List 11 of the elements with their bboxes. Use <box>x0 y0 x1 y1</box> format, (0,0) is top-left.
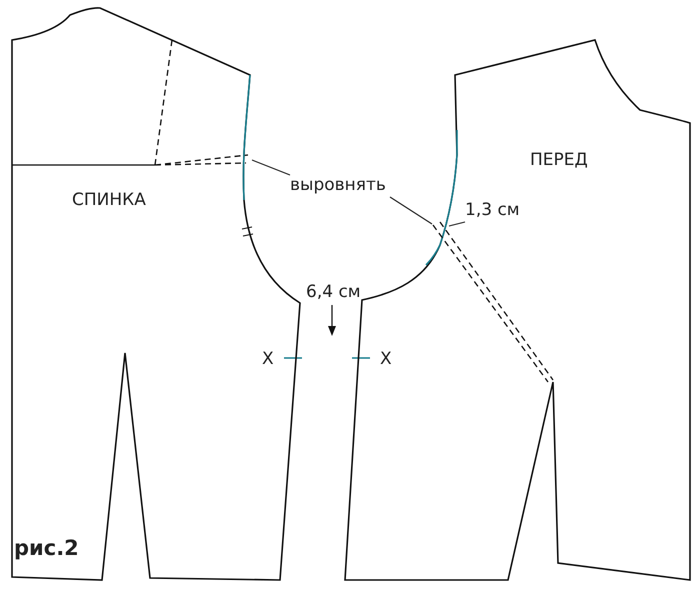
figure-caption: рис.2 <box>14 536 79 560</box>
notch-label: X <box>262 349 274 369</box>
leader-line <box>252 159 290 176</box>
piece-title: СПИНКА <box>72 190 146 210</box>
notch-label: X <box>380 349 392 369</box>
piece-title: ПЕРЕД <box>530 150 588 170</box>
measurement-label: 6,4 см <box>306 282 361 302</box>
leader-line <box>448 221 466 227</box>
leader-line <box>390 196 432 224</box>
measurement-label: 1,3 см <box>465 200 525 222</box>
annotation-text: выровнять <box>290 175 390 197</box>
